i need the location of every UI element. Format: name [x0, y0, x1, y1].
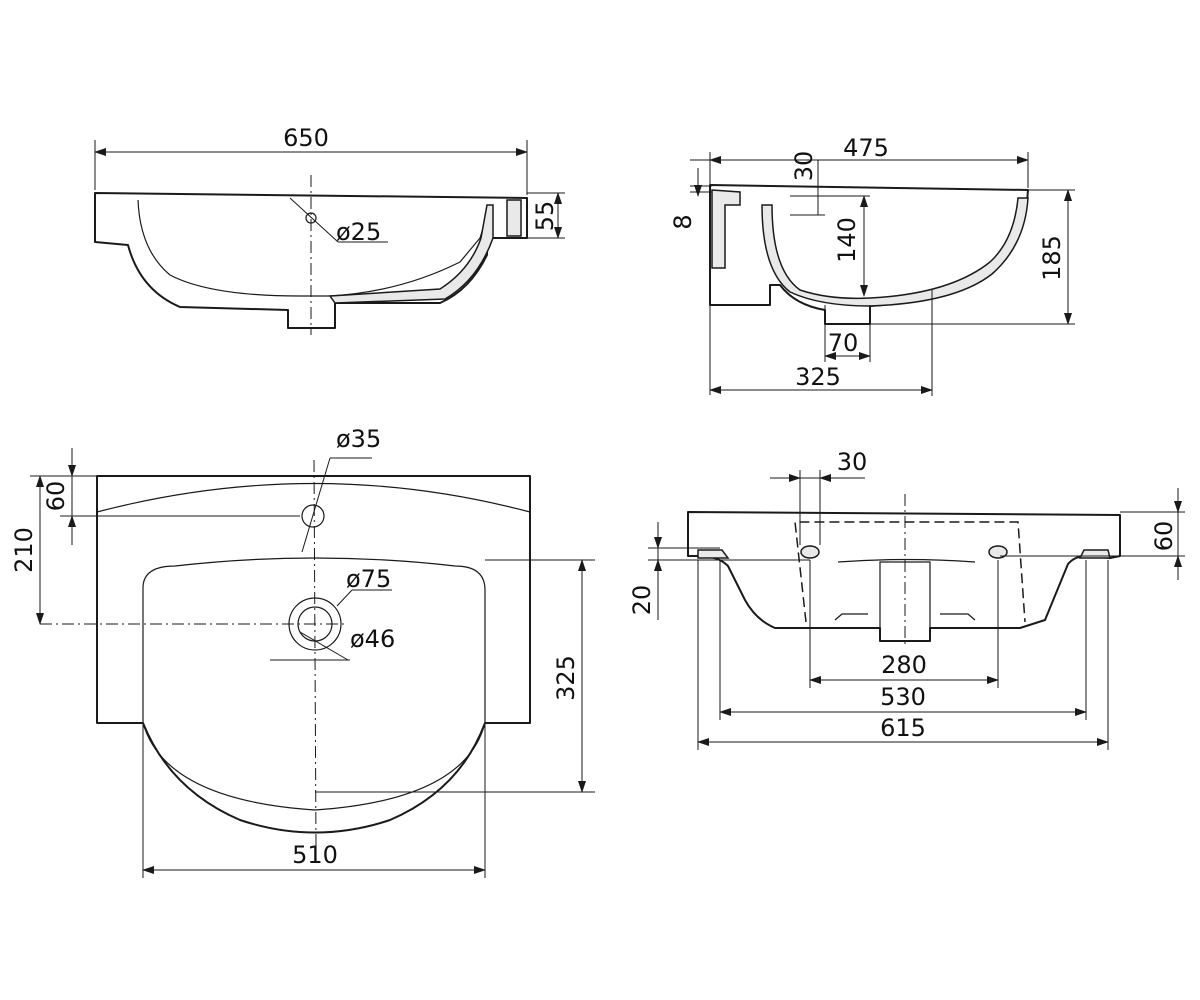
dim-label-140: 140	[833, 217, 861, 263]
dim-label-20: 20	[628, 585, 656, 616]
wall-section-side	[761, 197, 1029, 307]
dim-label-280: 280	[881, 651, 927, 679]
lip-right	[1078, 549, 1111, 559]
dim-label-drain-inner: ø46	[350, 625, 395, 653]
tap-hole	[301, 504, 325, 528]
sink-outline-rear	[687, 511, 1121, 642]
section-view-front: 650 55 ø25	[94, 124, 565, 335]
dim-label-325-side: 325	[795, 363, 841, 391]
dim-label-185: 185	[1038, 235, 1066, 281]
overflow-channel	[506, 199, 522, 237]
rear-elevation: 30 60 20 280 530 615	[628, 448, 1185, 750]
drain-base	[834, 613, 976, 621]
leader-overflow	[289, 197, 339, 243]
section-view-side: 475 30 8 140 185 70 325	[669, 134, 1075, 396]
bracket-hidden	[794, 521, 1026, 623]
leader-drain-outer	[336, 589, 353, 607]
dim-label-325-plan: 325	[552, 655, 580, 701]
rim-inner-line	[837, 558, 976, 563]
plan-view: 60 210 ø35 ø75 ø46 325 510	[10, 425, 595, 878]
dim-label-drain-outer: ø75	[346, 565, 391, 593]
rim-front-side	[711, 189, 741, 269]
leader-tap	[301, 457, 331, 553]
dim-label-650: 650	[283, 124, 329, 152]
dim-label-60-rear: 60	[1150, 521, 1178, 552]
bowl-outline-plan	[142, 557, 486, 811]
wall-section-front	[328, 204, 494, 304]
leader-drain-inner	[299, 631, 349, 661]
dim-label-530: 530	[880, 683, 926, 711]
dim-label-210: 210	[10, 527, 38, 573]
sink-outline-plan	[96, 475, 531, 834]
dim-label-8: 8	[669, 214, 697, 229]
dim-label-475: 475	[843, 134, 889, 162]
dim-label-tap-hole: ø35	[336, 425, 381, 453]
dim-label-70: 70	[828, 329, 859, 357]
dim-label-60-plan: 60	[42, 481, 70, 512]
fixing-hole-right	[988, 545, 1008, 559]
dim-label-615: 615	[880, 714, 926, 742]
fixing-hole-left	[800, 545, 820, 559]
dim-label-overflow: ø25	[336, 218, 381, 246]
lip-left	[697, 549, 730, 559]
dim-label-30-side: 30	[790, 151, 818, 182]
dim-label-510: 510	[292, 841, 338, 869]
bowl-inner-front	[137, 199, 491, 297]
dim-label-30-rear: 30	[837, 448, 868, 476]
dim-label-55: 55	[531, 201, 559, 232]
